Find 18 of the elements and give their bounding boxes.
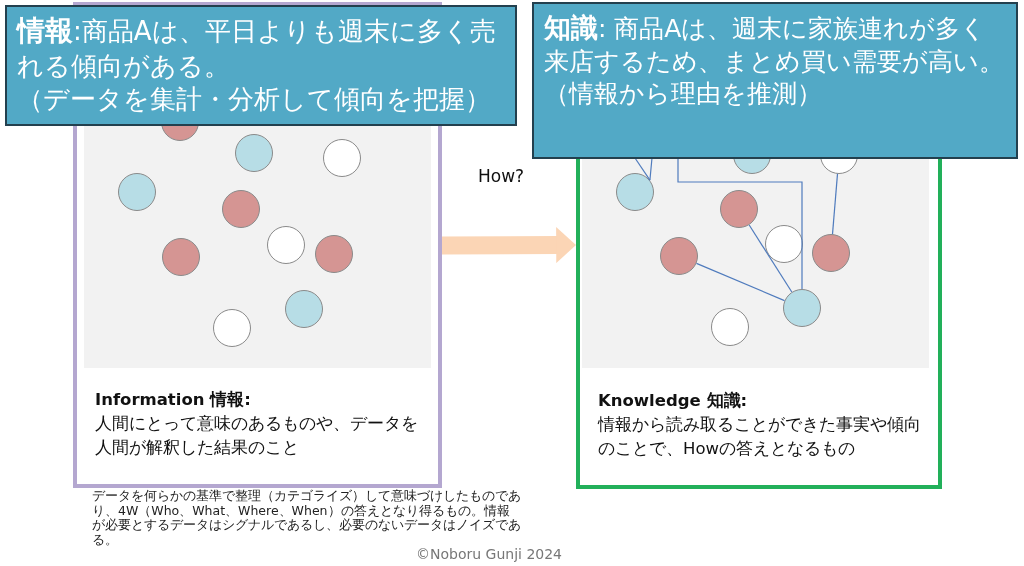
copyright-text: ©Noboru Gunji 2024 (416, 546, 563, 562)
connector-line (649, 157, 653, 181)
callout-tooltip (532, 2, 1018, 159)
callout-text: （情報から理由を推測） (544, 78, 823, 110)
connector-line (695, 262, 786, 302)
connector-line (831, 173, 839, 235)
panel-heading: Knowledge 知識: (598, 390, 748, 412)
panel-description: 情報から読み取ることができた事実や傾向のことで、Howの答えとなるもの (598, 414, 922, 460)
callout-tooltip (5, 5, 517, 126)
connector-line (748, 224, 793, 293)
panel-description: 人間にとって意味のあるものや、データを人間が解釈した結果のこと (95, 413, 419, 459)
panel-heading: Information 情報: (95, 389, 251, 411)
callout-text: 情報:商品Aは、平日よりも週末に多く売れる傾向がある。 (17, 13, 497, 83)
callout-text: 知識: 商品Aは、週末に家族連れが多く来店するため、まとめ買い需要が高い。 (544, 11, 1005, 78)
callout-text: （データを集計・分析して傾向を把握） (17, 83, 492, 117)
connector-line (677, 157, 803, 290)
connector-line (634, 157, 651, 181)
footnote: データを何らかの基準で整理（カテゴライズ）して意味づけしたものであり、4W（Who、What、Where、When）の答えとなり得るもの。情報が必要とするデータはシグナルであるし、必要のないデータはノイズである。 (92, 489, 522, 547)
